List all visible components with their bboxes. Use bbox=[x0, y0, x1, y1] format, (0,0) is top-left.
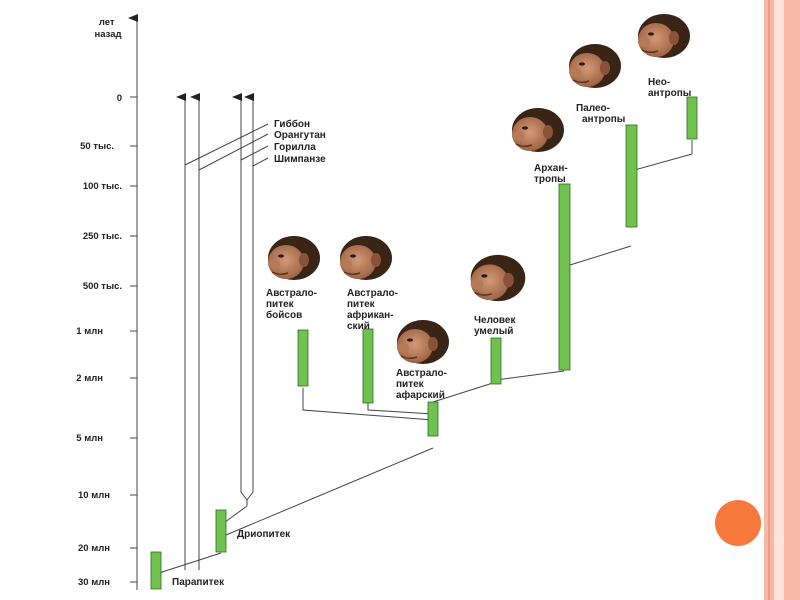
axis-title: лет назад bbox=[94, 17, 121, 40]
connectors bbox=[155, 140, 693, 575]
axis-tick: 1 млн bbox=[76, 326, 137, 337]
hominid-head-icon bbox=[339, 235, 393, 281]
axis-tick: 0 bbox=[117, 93, 137, 104]
label-afarensis: Австрало- питек афарский bbox=[396, 368, 450, 401]
bar-dryopithecus bbox=[215, 509, 227, 553]
slide-frame-inner bbox=[774, 0, 784, 600]
bar-paleoanthropes bbox=[625, 124, 638, 228]
axis-tick: 5 млн bbox=[76, 433, 137, 444]
axis-tick: 2 млн bbox=[76, 373, 137, 384]
svg-text:0: 0 bbox=[117, 93, 122, 104]
leader-gibbon bbox=[184, 123, 269, 166]
label-habilis: Человек умелый bbox=[474, 315, 518, 337]
svg-text:100 тыс.: 100 тыс. bbox=[83, 181, 122, 192]
svg-text:5 млн: 5 млн bbox=[76, 433, 103, 444]
slide-frame-line bbox=[768, 0, 770, 600]
ape-lineages bbox=[176, 93, 269, 570]
label-gorilla: Горилла bbox=[274, 142, 316, 153]
label-paleoanthropes: Палео- антропы bbox=[576, 103, 625, 125]
svg-text:10 млн: 10 млн bbox=[78, 490, 110, 501]
label-neoanthropes: Нео- антропы bbox=[648, 77, 691, 99]
bar-boisei bbox=[297, 329, 309, 387]
axis-tick: 10 млн bbox=[78, 490, 137, 501]
label-parapithecus: Парапитек bbox=[172, 577, 225, 588]
leader-gorilla bbox=[240, 145, 269, 161]
svg-text:20 млн: 20 млн bbox=[78, 543, 110, 554]
svg-text:250 тыс.: 250 тыс. bbox=[83, 231, 122, 242]
axis-tick: 20 млн bbox=[78, 543, 137, 554]
label-boisei: Австрало- питек бойсов bbox=[266, 288, 320, 321]
svg-text:1 млн: 1 млн bbox=[76, 326, 103, 337]
hominid-head-icon bbox=[637, 13, 691, 59]
leader-orangutan bbox=[198, 133, 269, 171]
hominid-head-icon bbox=[396, 319, 450, 365]
leader-chimpanzee bbox=[252, 157, 269, 167]
bar-archanthropes bbox=[558, 183, 571, 371]
hominid-head-icon bbox=[568, 43, 622, 89]
axis-tick: 500 тыс. bbox=[83, 281, 137, 292]
label-orangutan: Орангутан bbox=[274, 130, 326, 141]
label-archanthropes: Архан- тропы bbox=[534, 163, 570, 185]
hominid-head-icon bbox=[469, 254, 527, 302]
decorative-circle bbox=[715, 500, 761, 546]
hominid-head-icon bbox=[511, 107, 565, 153]
axis-tick: 250 тыс. bbox=[83, 231, 137, 242]
axis-ticks: 0 50 тыс. 100 тыс. 250 тыс. 500 тыс. 1 м… bbox=[76, 93, 137, 588]
axis-tick: 100 тыс. bbox=[83, 181, 137, 192]
label-gibbon: Гиббон bbox=[274, 118, 310, 130]
label-chimpanzee: Шимпанзе bbox=[274, 154, 326, 165]
axis-tick: 30 млн bbox=[78, 577, 137, 588]
axis-tick: 50 тыс. bbox=[80, 141, 137, 152]
svg-text:2 млн: 2 млн bbox=[76, 373, 103, 384]
bar-habilis bbox=[490, 337, 502, 385]
svg-text:30 млн: 30 млн bbox=[78, 577, 110, 588]
svg-text:500 тыс.: 500 тыс. bbox=[83, 281, 122, 292]
bar-parapithecus bbox=[150, 551, 162, 590]
bar-africanus bbox=[362, 328, 374, 404]
label-dryopithecus: Дриопитек bbox=[237, 529, 291, 540]
label-africanus: Австрало- питек африкан- ский bbox=[347, 288, 401, 332]
bar-neoanthropes bbox=[686, 96, 698, 140]
hominid-head-icon bbox=[267, 235, 321, 281]
svg-text:50 тыс.: 50 тыс. bbox=[80, 141, 114, 152]
lineage-gorilla bbox=[232, 93, 248, 501]
lineage-chimpanzee bbox=[244, 93, 254, 501]
bar-afarensis bbox=[427, 401, 439, 437]
